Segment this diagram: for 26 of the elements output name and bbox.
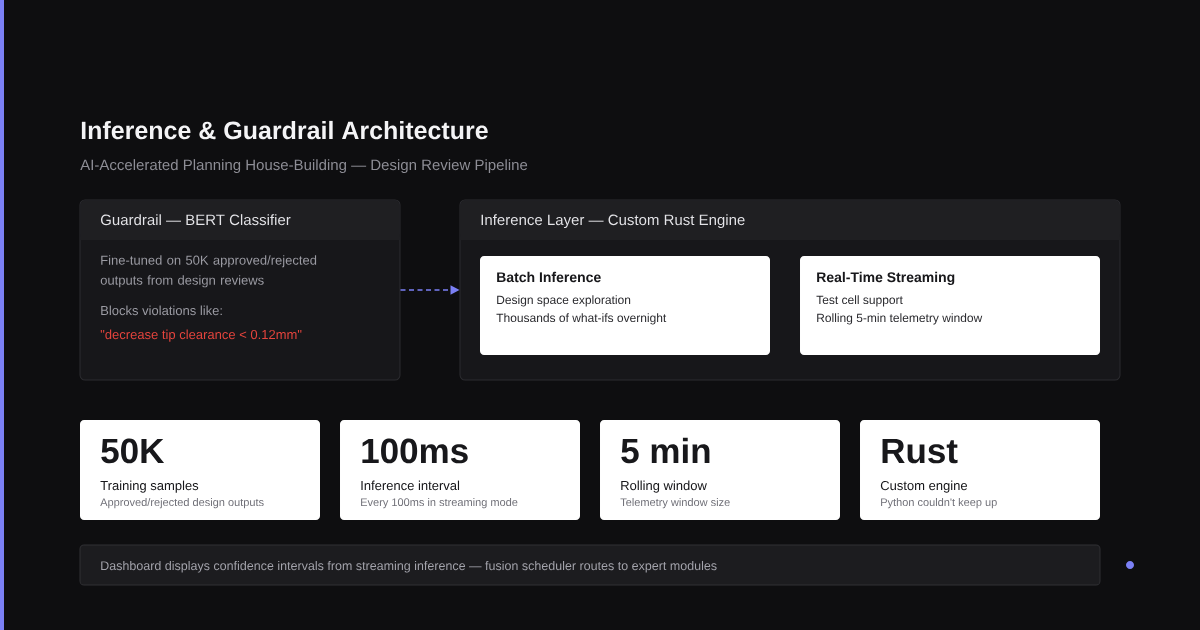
stat-note: Approved/rejected design outputs	[100, 498, 264, 509]
panel-heading: Inference Layer — Custom Rust Engine	[481, 214, 745, 229]
card-text: Test cell support	[816, 295, 903, 307]
stat-note: Python couldn't keep up	[881, 498, 997, 509]
card-text: Rolling 5-min telemetry window	[817, 313, 983, 325]
stat-label: Custom engine	[880, 480, 968, 493]
card-title: Real-Time Streaming	[817, 271, 955, 285]
panel-heading: Guardrail — BERT Classifier	[100, 214, 291, 226]
stat-label: Rolling window	[621, 480, 707, 493]
card-text: Thousands of what-ifs overnight	[496, 313, 667, 325]
stat-value: 5 min	[621, 437, 710, 464]
stat-note: Every 100ms in streaming mode	[361, 498, 518, 509]
body-text: Fine-tuned on 50K approved/rejected outputs from design reviews	[100, 255, 317, 288]
stat-label: Training samples	[100, 480, 199, 493]
example-text: "decrease tip clearance < 0.12mm"	[100, 329, 302, 342]
body-text: Blocks violations like:	[101, 305, 222, 316]
stat-value: 50K	[101, 438, 165, 464]
stat-note: Telemetry window size	[620, 498, 730, 509]
stat-label: Inference interval	[361, 480, 460, 491]
subtitle: AI-Accelerated Planning House-Building — Design Review Pipeline	[80, 159, 528, 174]
note-bar: Dashboard displays confidence intervals from streaming inference — fusion scheduler routes to expert modules	[79, 544, 1101, 586]
stat-value: 100ms	[362, 438, 468, 464]
card-title: Batch Inference	[497, 271, 601, 283]
title: Inference & Guardrail Architecture	[81, 120, 488, 140]
card-text: Design space exploration	[497, 295, 631, 307]
stat-value: Rust	[882, 438, 958, 464]
